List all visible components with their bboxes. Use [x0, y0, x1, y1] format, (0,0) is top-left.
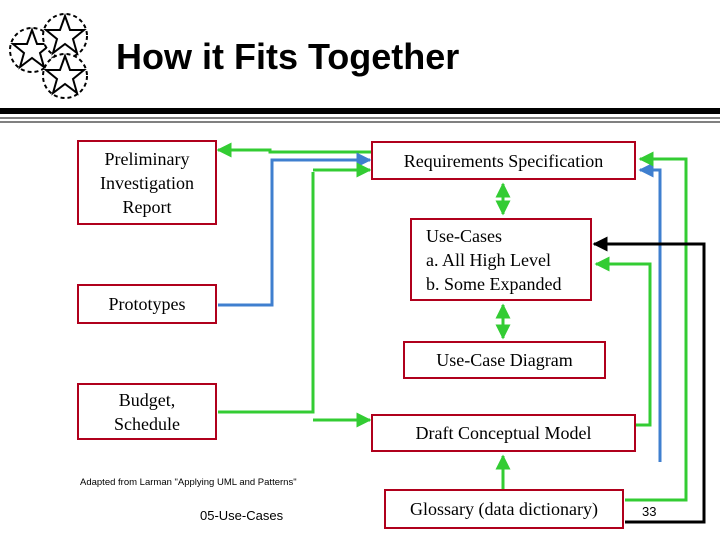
footer-label: 05-Use-Cases	[200, 508, 284, 523]
use-cases-box: Use-Cases a. All High Level b. Some Expa…	[410, 218, 592, 301]
prototypes-box: Prototypes	[77, 284, 217, 324]
preliminary-investigation-label: Preliminary Investigation Report	[100, 148, 194, 217]
draft-conceptual-model-label: Draft Conceptual Model	[415, 423, 592, 443]
use-case-diagram-label: Use-Case Diagram	[436, 350, 573, 370]
glossary-label: Glossary (data dictionary)	[410, 499, 598, 519]
arrow-glossary-to-requirements	[625, 151, 688, 502]
use-case-diagram-box: Use-Case Diagram	[403, 341, 606, 379]
page-number: 33	[642, 504, 657, 519]
requirements-specification-box: Requirements Specification	[371, 141, 636, 180]
budget-schedule-label: Budget, Schedule	[114, 389, 180, 434]
page-title: How it Fits Together	[116, 36, 460, 77]
preliminary-investigation-box: Preliminary Investigation Report	[77, 140, 217, 225]
arrow-prototypes-to-requirements	[218, 152, 372, 307]
arrow-draft-model-to-requirements	[594, 256, 652, 427]
arrow-blue-loop-to-requirements	[638, 162, 662, 462]
source-caption: Adapted from Larman "Applying UML and Pa…	[80, 477, 297, 488]
arrow-budget-to-draft-model	[218, 172, 315, 414]
title-rule	[0, 108, 720, 123]
glossary-box: Glossary (data dictionary)	[384, 489, 624, 529]
arrow-requirements-to-preliminary	[216, 142, 371, 158]
prototypes-label: Prototypes	[108, 294, 186, 314]
budget-schedule-box: Budget, Schedule	[77, 383, 217, 440]
use-cases-label: Use-Cases a. All High Level b. Some Expa…	[426, 225, 562, 294]
draft-conceptual-model-box: Draft Conceptual Model	[371, 414, 636, 452]
gear-star-logo-icon	[9, 13, 88, 99]
arrow-glossary-to-use-cases	[592, 236, 706, 524]
requirements-specification-label: Requirements Specification	[403, 150, 604, 171]
